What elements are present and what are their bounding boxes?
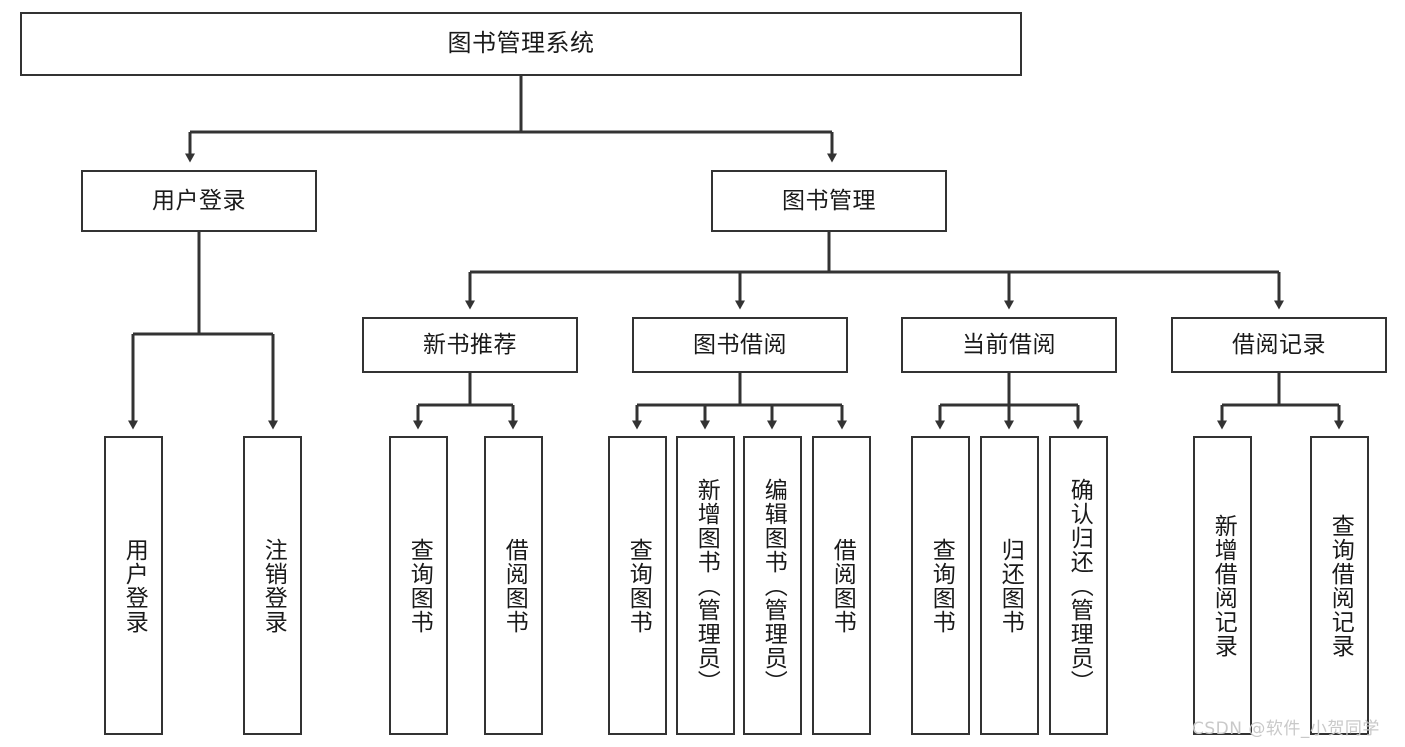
node-current-borrow[interactable]: 当前借阅	[901, 317, 1117, 373]
node-book-management[interactable]: 图书管理	[711, 170, 947, 232]
leaf-query-borrow-record[interactable]: 查询借阅记录	[1310, 436, 1369, 735]
node-borrow-record[interactable]: 借阅记录	[1171, 317, 1387, 373]
leaf-query-book-recommend[interactable]: 查询图书	[389, 436, 448, 735]
leaf-borrow-book[interactable]: 借阅图书	[812, 436, 871, 735]
leaf-add-borrow-record[interactable]: 新增借阅记录	[1193, 436, 1252, 735]
node-root-book-management-system[interactable]: 图书管理系统	[20, 12, 1022, 76]
leaf-logout-login[interactable]: 注销登录	[243, 436, 302, 735]
leaf-edit-book-admin[interactable]: 编辑图书（管理员）	[743, 436, 802, 735]
csdn-watermark: CSDN @软件_小贺同学	[1192, 719, 1380, 739]
node-user-login[interactable]: 用户登录	[81, 170, 317, 232]
node-book-borrow[interactable]: 图书借阅	[632, 317, 848, 373]
node-new-book-recommend[interactable]: 新书推荐	[362, 317, 578, 373]
leaf-borrow-book-recommend[interactable]: 借阅图书	[484, 436, 543, 735]
leaf-add-book-admin[interactable]: 新增图书（管理员）	[676, 436, 735, 735]
leaf-return-book[interactable]: 归还图书	[980, 436, 1039, 735]
leaf-query-book-current[interactable]: 查询图书	[911, 436, 970, 735]
leaf-user-login[interactable]: 用户登录	[104, 436, 163, 735]
leaf-query-book-borrow[interactable]: 查询图书	[608, 436, 667, 735]
leaf-confirm-return-admin[interactable]: 确认归还（管理员）	[1049, 436, 1108, 735]
